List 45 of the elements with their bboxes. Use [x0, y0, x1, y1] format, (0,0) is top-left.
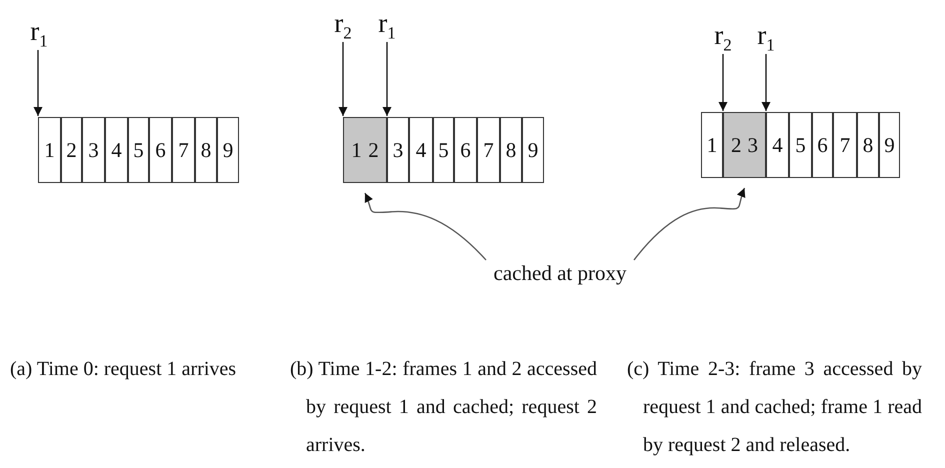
- pointer-arrow: [338, 42, 348, 116]
- request-pointer-label: r$_{2}$: [709, 20, 737, 54]
- frame-number: 2: [368, 138, 379, 162]
- cached-frames-block: [343, 117, 387, 183]
- frame-cell: 9: [522, 117, 544, 183]
- frame-cell: 9: [879, 112, 900, 178]
- frame-number: 1: [351, 138, 362, 162]
- frame-cell: 8: [195, 117, 217, 183]
- curved-arrow: [634, 188, 746, 260]
- pointer-arrow: [718, 54, 728, 111]
- frame-cell: 7: [833, 112, 857, 178]
- frame-cell: 1: [38, 117, 61, 183]
- frame-cell: 8: [857, 112, 879, 178]
- request-pointer-label: r$_{1}$: [25, 16, 53, 50]
- frame-cell: 2: [61, 117, 82, 183]
- frame-cell: 4: [409, 117, 433, 183]
- frame-cell: 5: [433, 117, 454, 183]
- frame-cell: 6: [149, 117, 172, 183]
- pointer-arrow: [762, 54, 770, 111]
- pointer-arrow: [34, 50, 42, 116]
- frame-cell: 7: [172, 117, 195, 183]
- curved-arrow: [364, 192, 486, 260]
- pointer-arrow: [382, 42, 392, 116]
- frame-cell: 7: [477, 117, 500, 183]
- subfigure-caption: (a) Time 0: request 1 arrives: [10, 357, 238, 382]
- frame-cell: 6: [812, 112, 833, 178]
- frame-cell: 1: [701, 112, 723, 178]
- frame-cell: 4: [766, 112, 789, 178]
- request-pointer-label: r$_{1}$: [752, 20, 780, 54]
- request-pointer-label: r$_{1}$: [373, 8, 401, 42]
- frame-cell: 9: [217, 117, 239, 183]
- frame-cell: 5: [128, 117, 149, 183]
- annotation-text: cached at proxy: [486, 256, 634, 292]
- subfigure-caption: (c) Time 2-3: frame 3 accessed by request 1 and cached; frame 1 read by request 2 and released.: [627, 357, 922, 458]
- frame-cell: 6: [454, 117, 477, 183]
- frame-cell: 4: [105, 117, 128, 183]
- frame-cell: 3: [387, 117, 409, 183]
- subfigure-caption: (b) Time 1-2: frames 1 and 2 accessed by request 1 and cached; request 2 arrives.: [290, 357, 597, 458]
- request-pointer-label: r$_{2}$: [329, 8, 357, 42]
- frame-number: 3: [748, 132, 758, 158]
- frame-cell: 5: [789, 112, 812, 178]
- frame-number: 2: [731, 132, 742, 158]
- frame-cell: 3: [82, 117, 105, 183]
- frame-cell: 8: [500, 117, 522, 183]
- cached-frames-block: [723, 112, 766, 178]
